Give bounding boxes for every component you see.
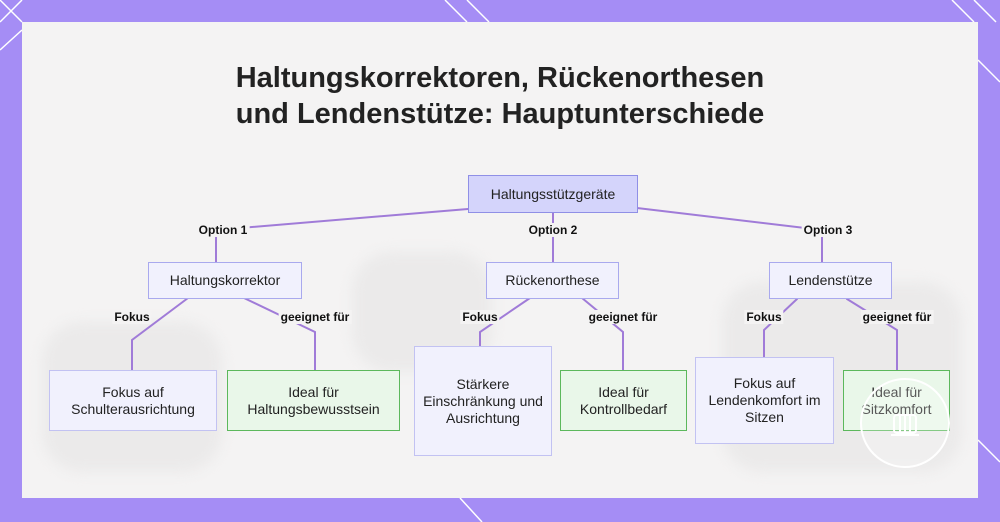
edge-label-focus-1: Fokus	[112, 310, 151, 324]
option-node-haltungskorrektor: Haltungskorrektor	[148, 262, 302, 299]
root-node: Haltungsstützgeräte	[468, 175, 638, 213]
option-node-lendenstuetze: Lendenstütze	[769, 262, 892, 299]
edge-opt3-focus	[764, 299, 797, 359]
focus-node-3: Fokus auf Lendenkomfort im Sitzen	[695, 357, 834, 444]
focus-node-label: Stärkere Einschränkung und Ausrichtung	[421, 376, 545, 427]
edge-label-fit-3: geeignet für	[861, 310, 934, 324]
fit-node-label: Ideal für Kontrollbedarf	[567, 384, 680, 418]
focus-node-label: Fokus auf Schulterausrichtung	[56, 384, 210, 418]
option-node-label: Rückenorthese	[505, 272, 599, 289]
logo-icon	[885, 403, 925, 443]
edge-label-option-3: Option 3	[802, 223, 855, 237]
edge-label-option-1: Option 1	[197, 223, 250, 237]
diagram-panel: Haltungskorrektoren, Rückenorthesen und …	[22, 22, 978, 498]
focus-node-1: Fokus auf Schulterausrichtung	[49, 370, 217, 431]
fit-node-label: Ideal für Haltungsbewusstsein	[234, 384, 393, 418]
edge-label-fit-2: geeignet für	[587, 310, 660, 324]
logo-badge	[860, 378, 950, 468]
option-node-label: Lendenstütze	[788, 272, 872, 289]
option-node-label: Haltungskorrektor	[170, 272, 281, 289]
edge-label-focus-3: Fokus	[744, 310, 783, 324]
edge-label-option-2: Option 2	[527, 223, 580, 237]
fit-node-2: Ideal für Kontrollbedarf	[560, 370, 687, 431]
root-node-label: Haltungsstützgeräte	[491, 186, 616, 203]
focus-node-2: Stärkere Einschränkung und Ausrichtung	[414, 346, 552, 456]
focus-node-label: Fokus auf Lendenkomfort im Sitzen	[702, 375, 827, 426]
fit-node-1: Ideal für Haltungsbewusstsein	[227, 370, 400, 431]
edge-root-option-1	[216, 208, 480, 262]
edge-label-focus-2: Fokus	[460, 310, 499, 324]
option-node-rueckenorthese: Rückenorthese	[486, 262, 619, 299]
edge-root-option-3	[637, 208, 822, 264]
edge-label-fit-1: geeignet für	[279, 310, 352, 324]
